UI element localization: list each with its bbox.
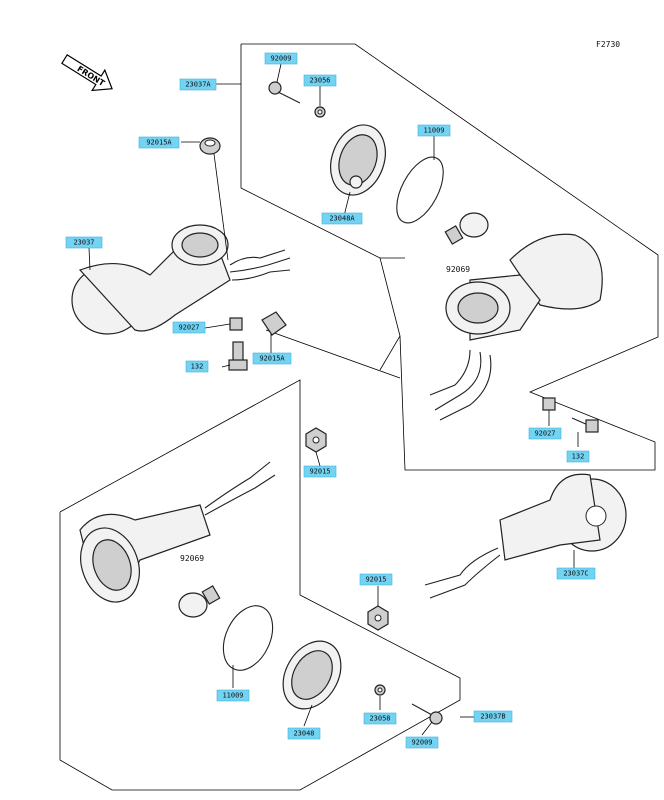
nut-23058 [374,684,386,696]
svg-text:92015A: 92015A [146,139,172,147]
svg-text:132: 132 [572,453,585,461]
nut-92015-mid [305,427,327,453]
nut-92015-bottom-right [367,605,389,631]
label-23058: 23058 [363,712,397,725]
svg-text:23037: 23037 [73,239,94,247]
cap-92027-right [542,397,556,411]
turn-signal-23037a [429,233,603,421]
label-23056: 23056 [303,74,337,87]
bulb-92069-top [444,212,489,245]
screw-92009-bottom [411,703,443,725]
label-23048a: 23048A [321,212,363,225]
label-92027-right: 92027 [528,427,562,440]
bulb-92069-bottom [178,585,221,618]
svg-text:23037C: 23037C [563,570,588,578]
label-11009-bottom: 11009 [216,689,250,702]
svg-text:23056: 23056 [309,77,330,85]
o-ring-11009-top [396,156,444,224]
label-132-right: 132 [566,450,590,463]
svg-text:92009: 92009 [411,739,432,747]
turn-signal-lower-left [79,461,276,603]
svg-text:23037A: 23037A [185,81,211,89]
label-23037: 23037 [65,236,103,249]
svg-text:11009: 11009 [222,692,243,700]
label-23037c: 23037C [556,567,596,580]
svg-text:23058: 23058 [369,715,390,723]
group-a-boundary-mid [265,329,401,379]
lens-23048 [282,640,342,710]
o-ring-11009-bottom [222,605,274,671]
svg-text:92015: 92015 [309,468,330,476]
figure-code: F2730 [596,40,620,49]
nut-23056 [314,106,326,118]
label-92015-mid: 92015 [303,465,337,478]
svg-text:132: 132 [191,363,204,371]
collar-92015a-left [261,311,287,336]
svg-text:23048: 23048 [293,730,314,738]
label-92015-bottom-right: 92015 [359,573,393,586]
group-a-boundary [241,43,659,471]
svg-text:92009: 92009 [270,55,291,63]
label-92027-left: 92027 [172,321,206,334]
label-132-left: 132 [185,360,209,373]
label-11009-top: 11009 [417,124,451,137]
svg-text:92027: 92027 [178,324,199,332]
group-b-boundary [59,379,461,791]
label-92009-top: 92009 [264,52,298,65]
label-23037a: 23037A [179,78,217,91]
turn-signal-23037c [424,473,627,599]
leader-lines [88,63,579,736]
screw-92009-top [268,81,301,104]
label-23037b: 23037B [473,710,513,723]
label-92015a-left: 92015A [252,352,292,365]
bolt-132-left [228,341,248,371]
turn-signal-23037 [71,224,291,335]
label-92015a-top: 92015A [138,136,180,149]
svg-text:23048A: 23048A [329,215,355,223]
svg-text:92015A: 92015A [259,355,285,363]
svg-text:92015: 92015 [365,576,386,584]
label-92069-bottom: 92069 [180,554,204,563]
svg-text:11009: 11009 [423,127,444,135]
label-92069-top: 92069 [446,265,470,274]
svg-text:92027: 92027 [534,430,555,438]
svg-text:23037B: 23037B [480,713,505,721]
cap-92027-left [229,317,243,331]
label-23048: 23048 [287,727,321,740]
label-92009-bottom: 92009 [405,736,439,749]
collar-92015a-top [199,137,221,155]
bolt-132-right [571,417,599,433]
lens-23048a [330,124,386,196]
front-arrow-icon: FRONT [61,54,113,92]
